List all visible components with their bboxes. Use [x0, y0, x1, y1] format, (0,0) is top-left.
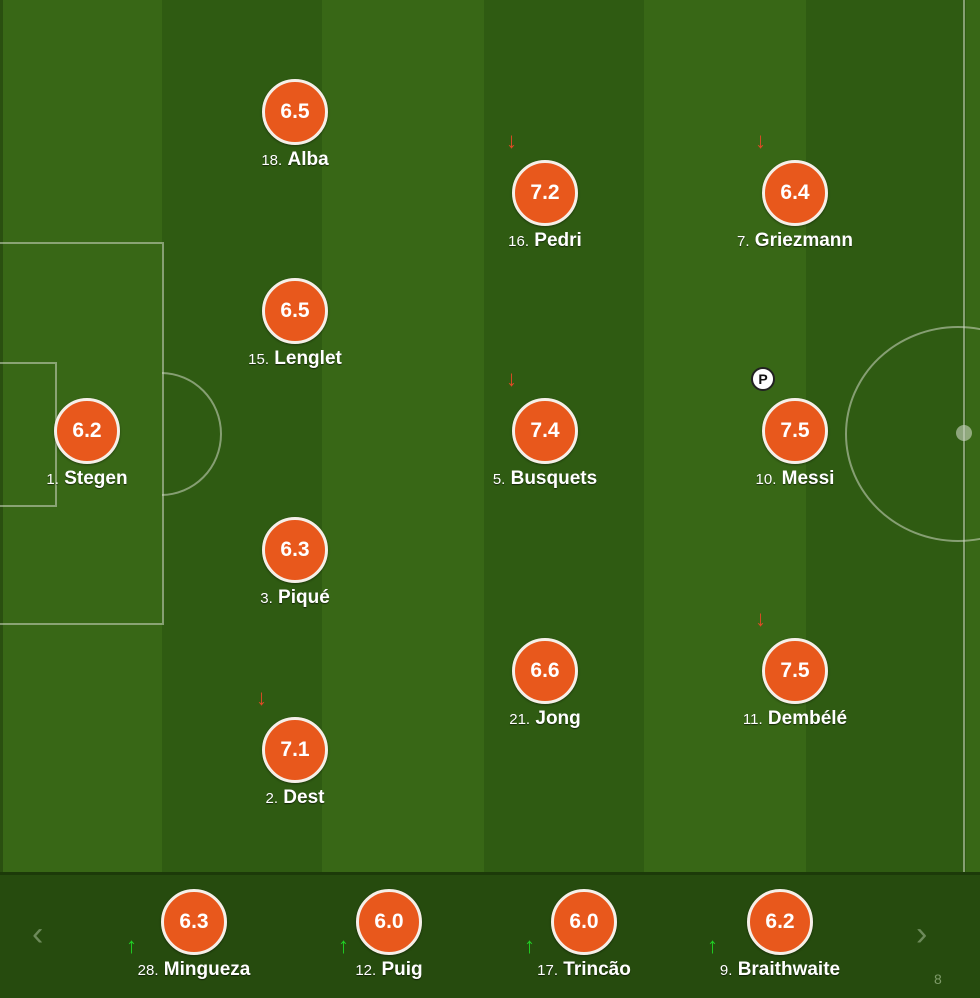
- rating-badge: 6.0: [356, 889, 422, 955]
- player-name: 1. Stegen: [46, 468, 128, 489]
- player-name: 12. Puig: [355, 959, 423, 980]
- pitch: 6.5 18. Alba 6.5 15. Lenglet 6.2 1. Steg…: [0, 0, 980, 872]
- player-name: 3. Piqué: [260, 587, 330, 608]
- rating-badge: 6.4: [762, 160, 828, 226]
- next-arrow-icon[interactable]: ›: [916, 915, 928, 953]
- substitutes-bar: ‹ ↑ 6.3 28. Mingueza ↑ 6.0 12. Puig ↑ 6.…: [0, 872, 980, 998]
- sub-player-mingueza[interactable]: 6.3 28. Mingueza: [104, 889, 284, 981]
- rating-badge: 6.0: [551, 889, 617, 955]
- player-name: 2. Dest: [265, 787, 325, 808]
- player-griezmann[interactable]: 6.4 7. Griezmann: [705, 160, 885, 252]
- sub-player-braithwaite[interactable]: 6.2 9. Braithwaite: [690, 889, 870, 981]
- player-name: 11. Dembélé: [742, 708, 848, 729]
- rating-badge: 6.3: [262, 517, 328, 583]
- player-name: 10. Messi: [755, 468, 835, 489]
- rating-badge: 7.4: [512, 398, 578, 464]
- rating-badge: 6.6: [512, 638, 578, 704]
- penalty-arc: [162, 372, 222, 496]
- rating-badge: 7.1: [262, 717, 328, 783]
- sub-off-arrow-icon: ↓: [506, 366, 517, 391]
- player-pedri[interactable]: 7.2 16. Pedri: [455, 160, 635, 252]
- sub-off-arrow-icon: ↓: [755, 606, 766, 631]
- rating-badge: 6.3: [161, 889, 227, 955]
- sub-on-arrow-icon: ↑: [707, 933, 718, 958]
- sub-player-trincao[interactable]: 6.0 17. Trincão: [494, 889, 674, 981]
- player-name: 17. Trincão: [537, 959, 631, 980]
- rating-badge: 7.5: [762, 638, 828, 704]
- sub-on-arrow-icon: ↑: [338, 933, 349, 958]
- player-name: 7. Griezmann: [737, 230, 853, 251]
- sub-on-arrow-icon: ↑: [126, 933, 137, 958]
- player-name: 5. Busquets: [492, 468, 598, 489]
- partial-player-number: 8: [934, 971, 942, 987]
- rating-badge: 6.5: [262, 79, 328, 145]
- player-dembele[interactable]: 7.5 11. Dembélé: [705, 638, 885, 730]
- rating-badge: 6.5: [262, 278, 328, 344]
- player-dest[interactable]: 7.1 2. Dest: [205, 717, 385, 809]
- sub-off-arrow-icon: ↓: [256, 685, 267, 710]
- player-lenglet[interactable]: 6.5 15. Lenglet: [205, 278, 385, 370]
- player-messi[interactable]: 7.5 10. Messi: [705, 398, 885, 490]
- sub-player-puig[interactable]: 6.0 12. Puig: [299, 889, 479, 981]
- player-name: 28. Mingueza: [137, 959, 251, 980]
- center-spot: [956, 425, 972, 441]
- rating-badge: 7.2: [512, 160, 578, 226]
- player-jong[interactable]: 6.6 21. Jong: [455, 638, 635, 730]
- rating-badge: 6.2: [747, 889, 813, 955]
- player-stegen[interactable]: 6.2 1. Stegen: [0, 398, 177, 490]
- prev-arrow-icon[interactable]: ‹: [32, 915, 44, 953]
- player-name: 9. Braithwaite: [719, 959, 841, 980]
- player-name: 18. Alba: [261, 149, 329, 170]
- player-pique[interactable]: 6.3 3. Piqué: [205, 517, 385, 609]
- player-busquets[interactable]: 7.4 5. Busquets: [455, 398, 635, 490]
- sub-off-arrow-icon: ↓: [506, 128, 517, 153]
- player-name: 21. Jong: [509, 708, 581, 729]
- rating-badge: 6.2: [54, 398, 120, 464]
- sub-off-arrow-icon: ↓: [755, 128, 766, 153]
- player-name: 15. Lenglet: [248, 348, 342, 369]
- rating-badge: 7.5: [762, 398, 828, 464]
- penalty-icon: P: [751, 367, 775, 391]
- player-alba[interactable]: 6.5 18. Alba: [205, 79, 385, 171]
- player-name: 16. Pedri: [508, 230, 582, 251]
- sub-on-arrow-icon: ↑: [524, 933, 535, 958]
